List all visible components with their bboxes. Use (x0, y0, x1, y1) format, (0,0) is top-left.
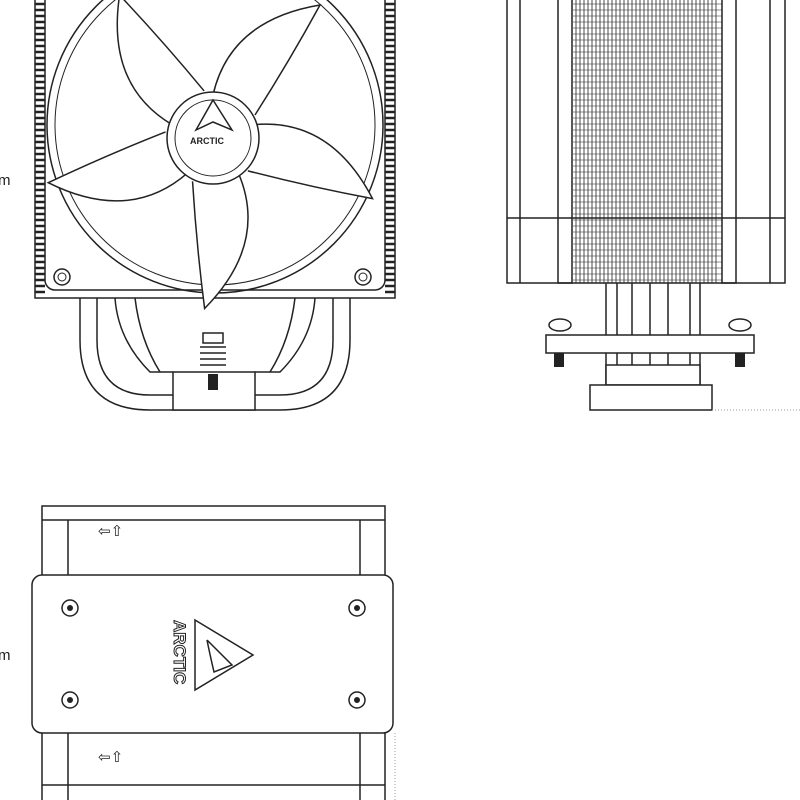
top-screws (61, 599, 366, 709)
cooler-side-outline (506, 0, 786, 284)
arctic-logo-icon (194, 98, 234, 132)
fan-hub (166, 91, 260, 185)
top-logo-text: ARCTIC (170, 620, 189, 684)
fin-lines (35, 2, 395, 294)
side-fin-lines (573, 0, 722, 283)
side-screw-right (728, 318, 752, 367)
side-mount-bar (545, 334, 755, 354)
front-view (34, 0, 396, 411)
side-heat-pipes (605, 283, 701, 385)
top-view: ARCTIC (31, 505, 396, 800)
side-view (506, 0, 800, 411)
airflow-arrows-bottom: ⇦⇧ (98, 749, 124, 766)
mount-hole (354, 268, 372, 286)
edge-label-bottom: m (0, 647, 11, 664)
top-arctic-logo-icon (194, 618, 255, 692)
top-plate (31, 574, 394, 734)
cold-plate (589, 384, 713, 411)
hub-logo-text: ARCTIC (190, 136, 224, 146)
mount-hole (53, 268, 71, 286)
side-screw-left (548, 318, 572, 367)
fan-blades (46, 0, 374, 311)
spring-screw (200, 332, 226, 390)
edge-label-top: m (0, 172, 11, 189)
airflow-arrows-top: ⇦⇧ (98, 523, 124, 540)
